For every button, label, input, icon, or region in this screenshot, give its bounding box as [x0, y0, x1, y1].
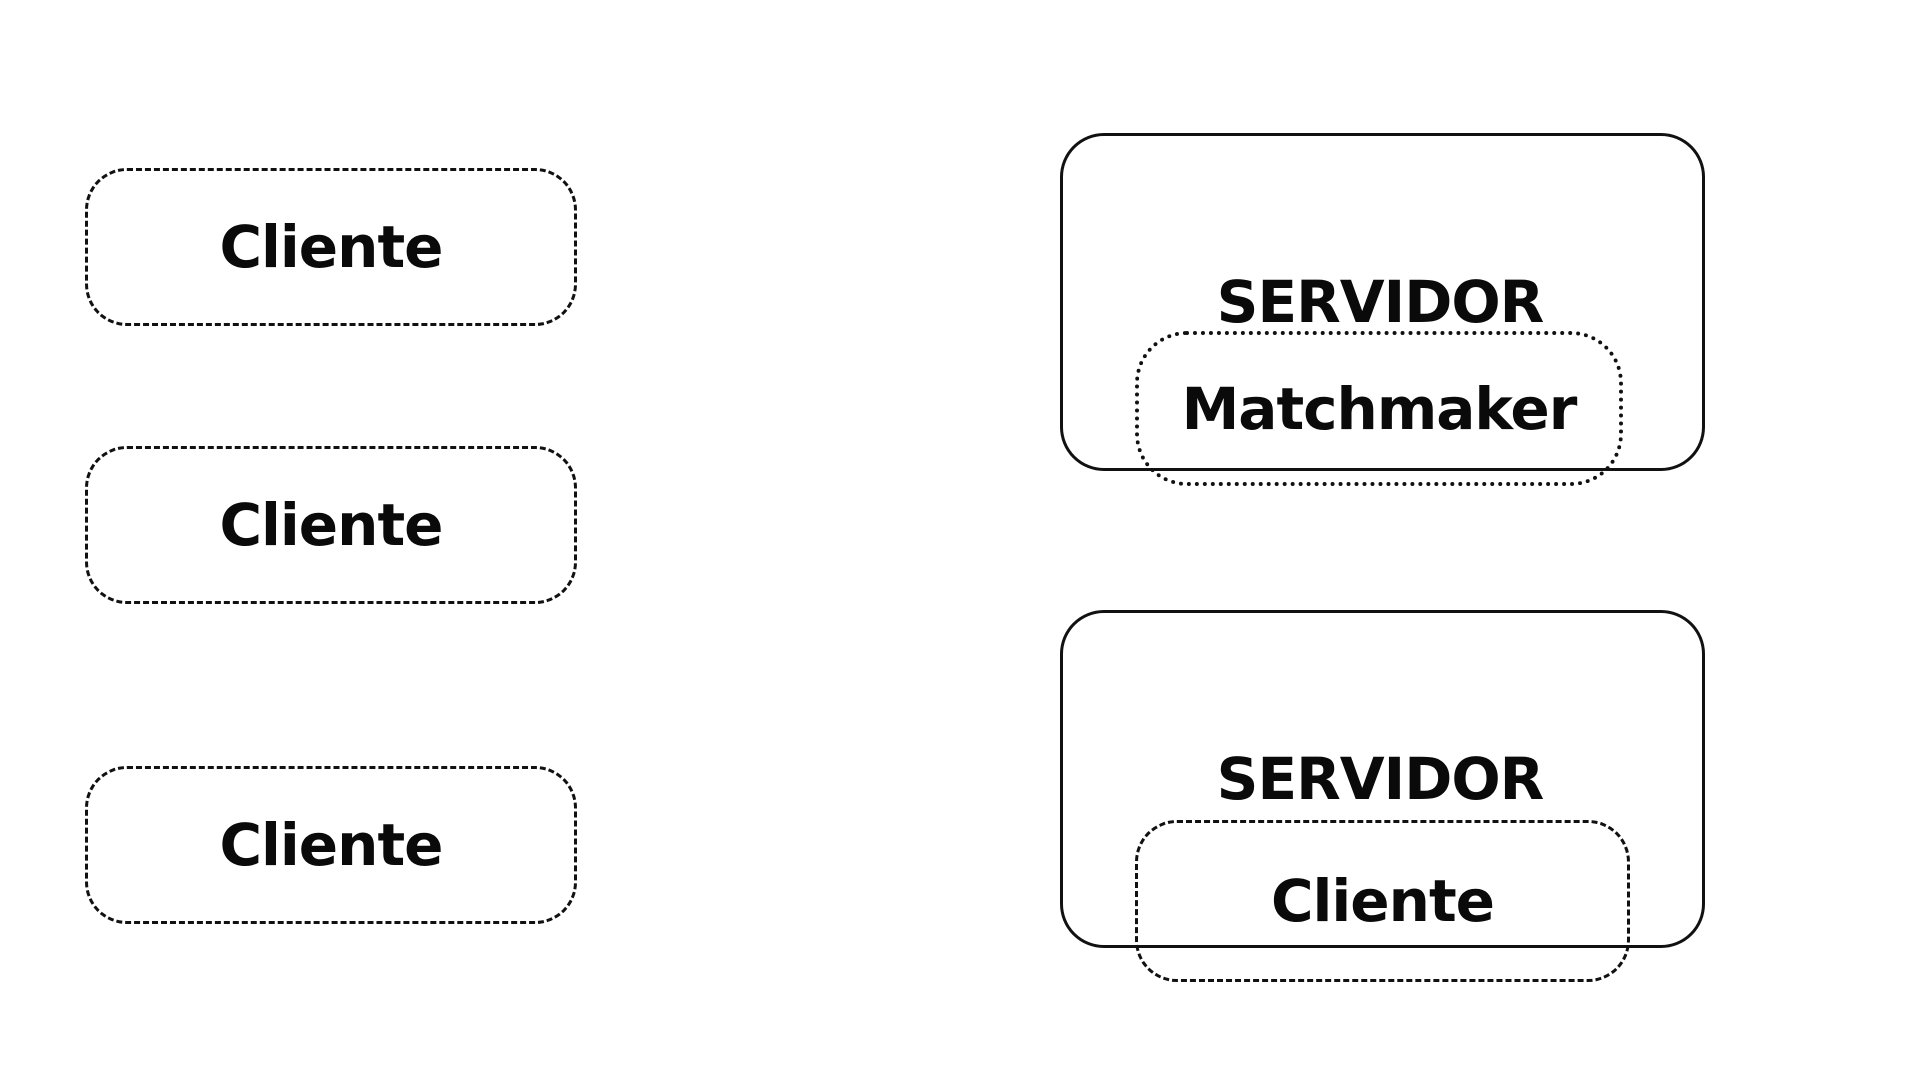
client-label: Cliente [219, 811, 443, 879]
client-box-2: Cliente [85, 446, 577, 604]
server-title: SERVIDOR [1216, 745, 1545, 813]
server-box-1 [1060, 133, 1705, 471]
client-label: Cliente [219, 213, 443, 281]
client-box-3: Cliente [85, 766, 577, 924]
client-box-1: Cliente [85, 168, 577, 326]
matchmaker-box: Matchmaker [1135, 331, 1623, 486]
client-label: Cliente [1270, 867, 1495, 935]
client-label: Cliente [219, 491, 443, 559]
matchmaker-label: Matchmaker [1181, 374, 1578, 443]
server-title: SERVIDOR [1216, 268, 1545, 336]
server-client-box: Cliente [1135, 820, 1630, 982]
server-box-2 [1060, 610, 1705, 948]
